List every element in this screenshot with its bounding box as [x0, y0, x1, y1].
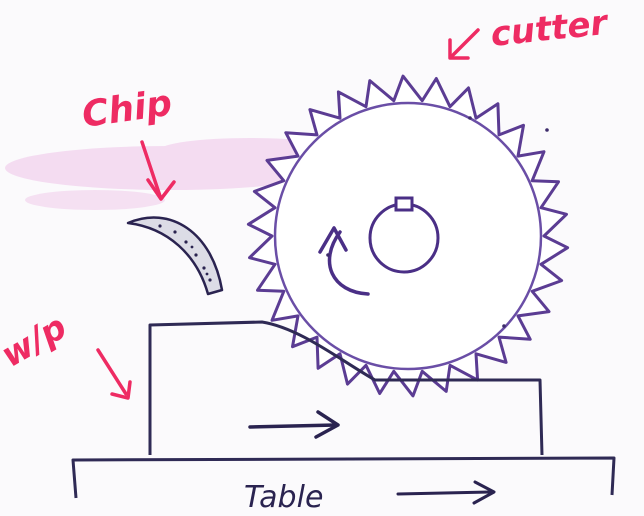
- workpiece-pointer-arrow: [98, 350, 126, 394]
- table-label: Table: [244, 480, 323, 515]
- arbor-hole: [370, 204, 438, 272]
- table-feed-arrow: [398, 492, 490, 494]
- workpiece-feed-arrow: [250, 425, 336, 427]
- keyway: [396, 198, 412, 210]
- milling-cutter: [248, 76, 567, 396]
- workpiece-annotation: w/p: [0, 307, 130, 398]
- cutter-label: cutter: [489, 3, 611, 55]
- cutter-pointer-arrow: [452, 30, 478, 56]
- chip: [128, 217, 222, 294]
- machine-table: Table: [73, 458, 614, 515]
- workpiece-label: w/p: [0, 307, 74, 376]
- chip-label: Chip: [80, 83, 175, 136]
- cutter-annotation: cutter: [450, 3, 611, 58]
